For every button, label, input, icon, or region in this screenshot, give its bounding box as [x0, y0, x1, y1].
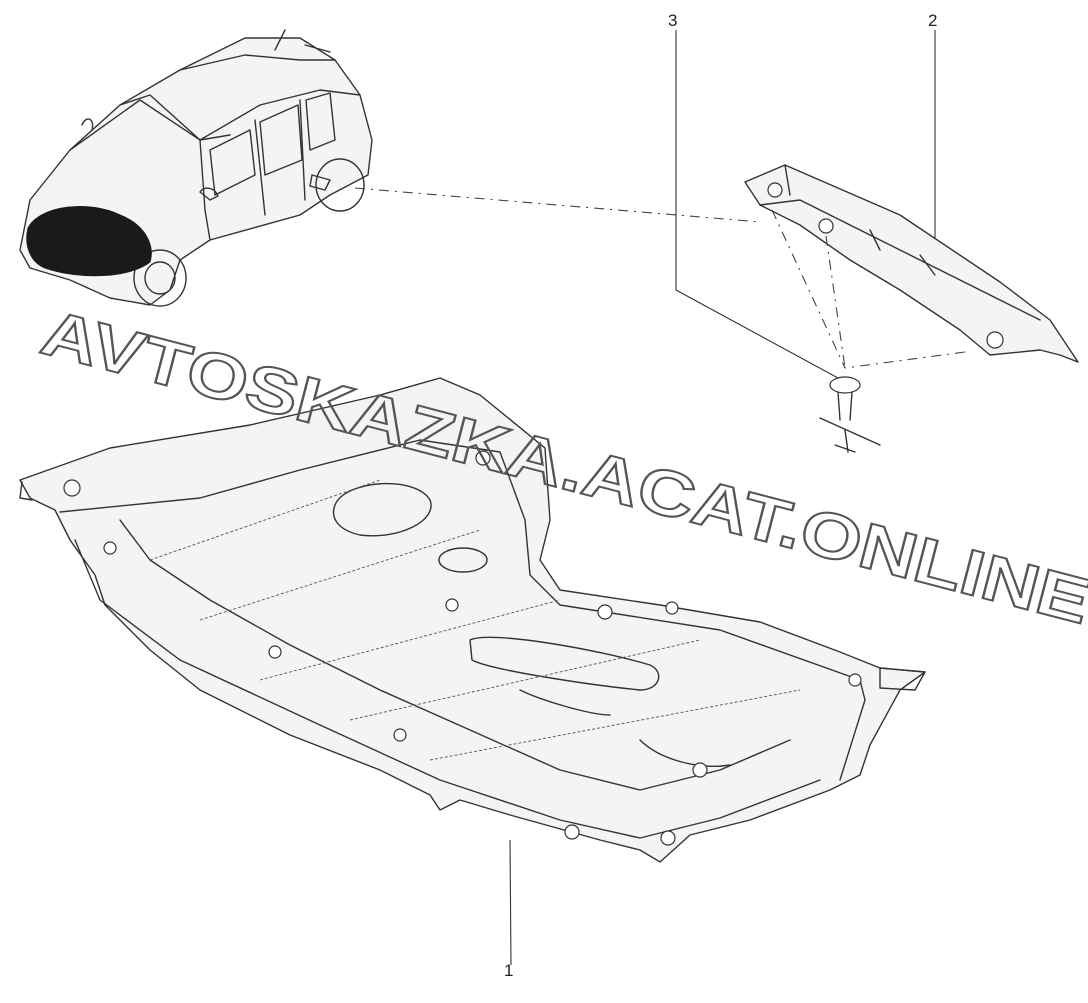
leader-part-3: [675, 30, 839, 379]
part-2-side-shield: [744, 164, 1079, 369]
vehicle-overview: [19, 29, 373, 307]
callout-part-1: 1: [504, 961, 514, 980]
callout-part-2: 2: [928, 11, 938, 30]
callout-part-3: 3: [668, 11, 678, 30]
part-1-underbody-shield: [19, 377, 926, 863]
location-leader: [354, 187, 761, 223]
part-3-fastener: [819, 376, 881, 453]
leader-part-1: [509, 839, 512, 966]
